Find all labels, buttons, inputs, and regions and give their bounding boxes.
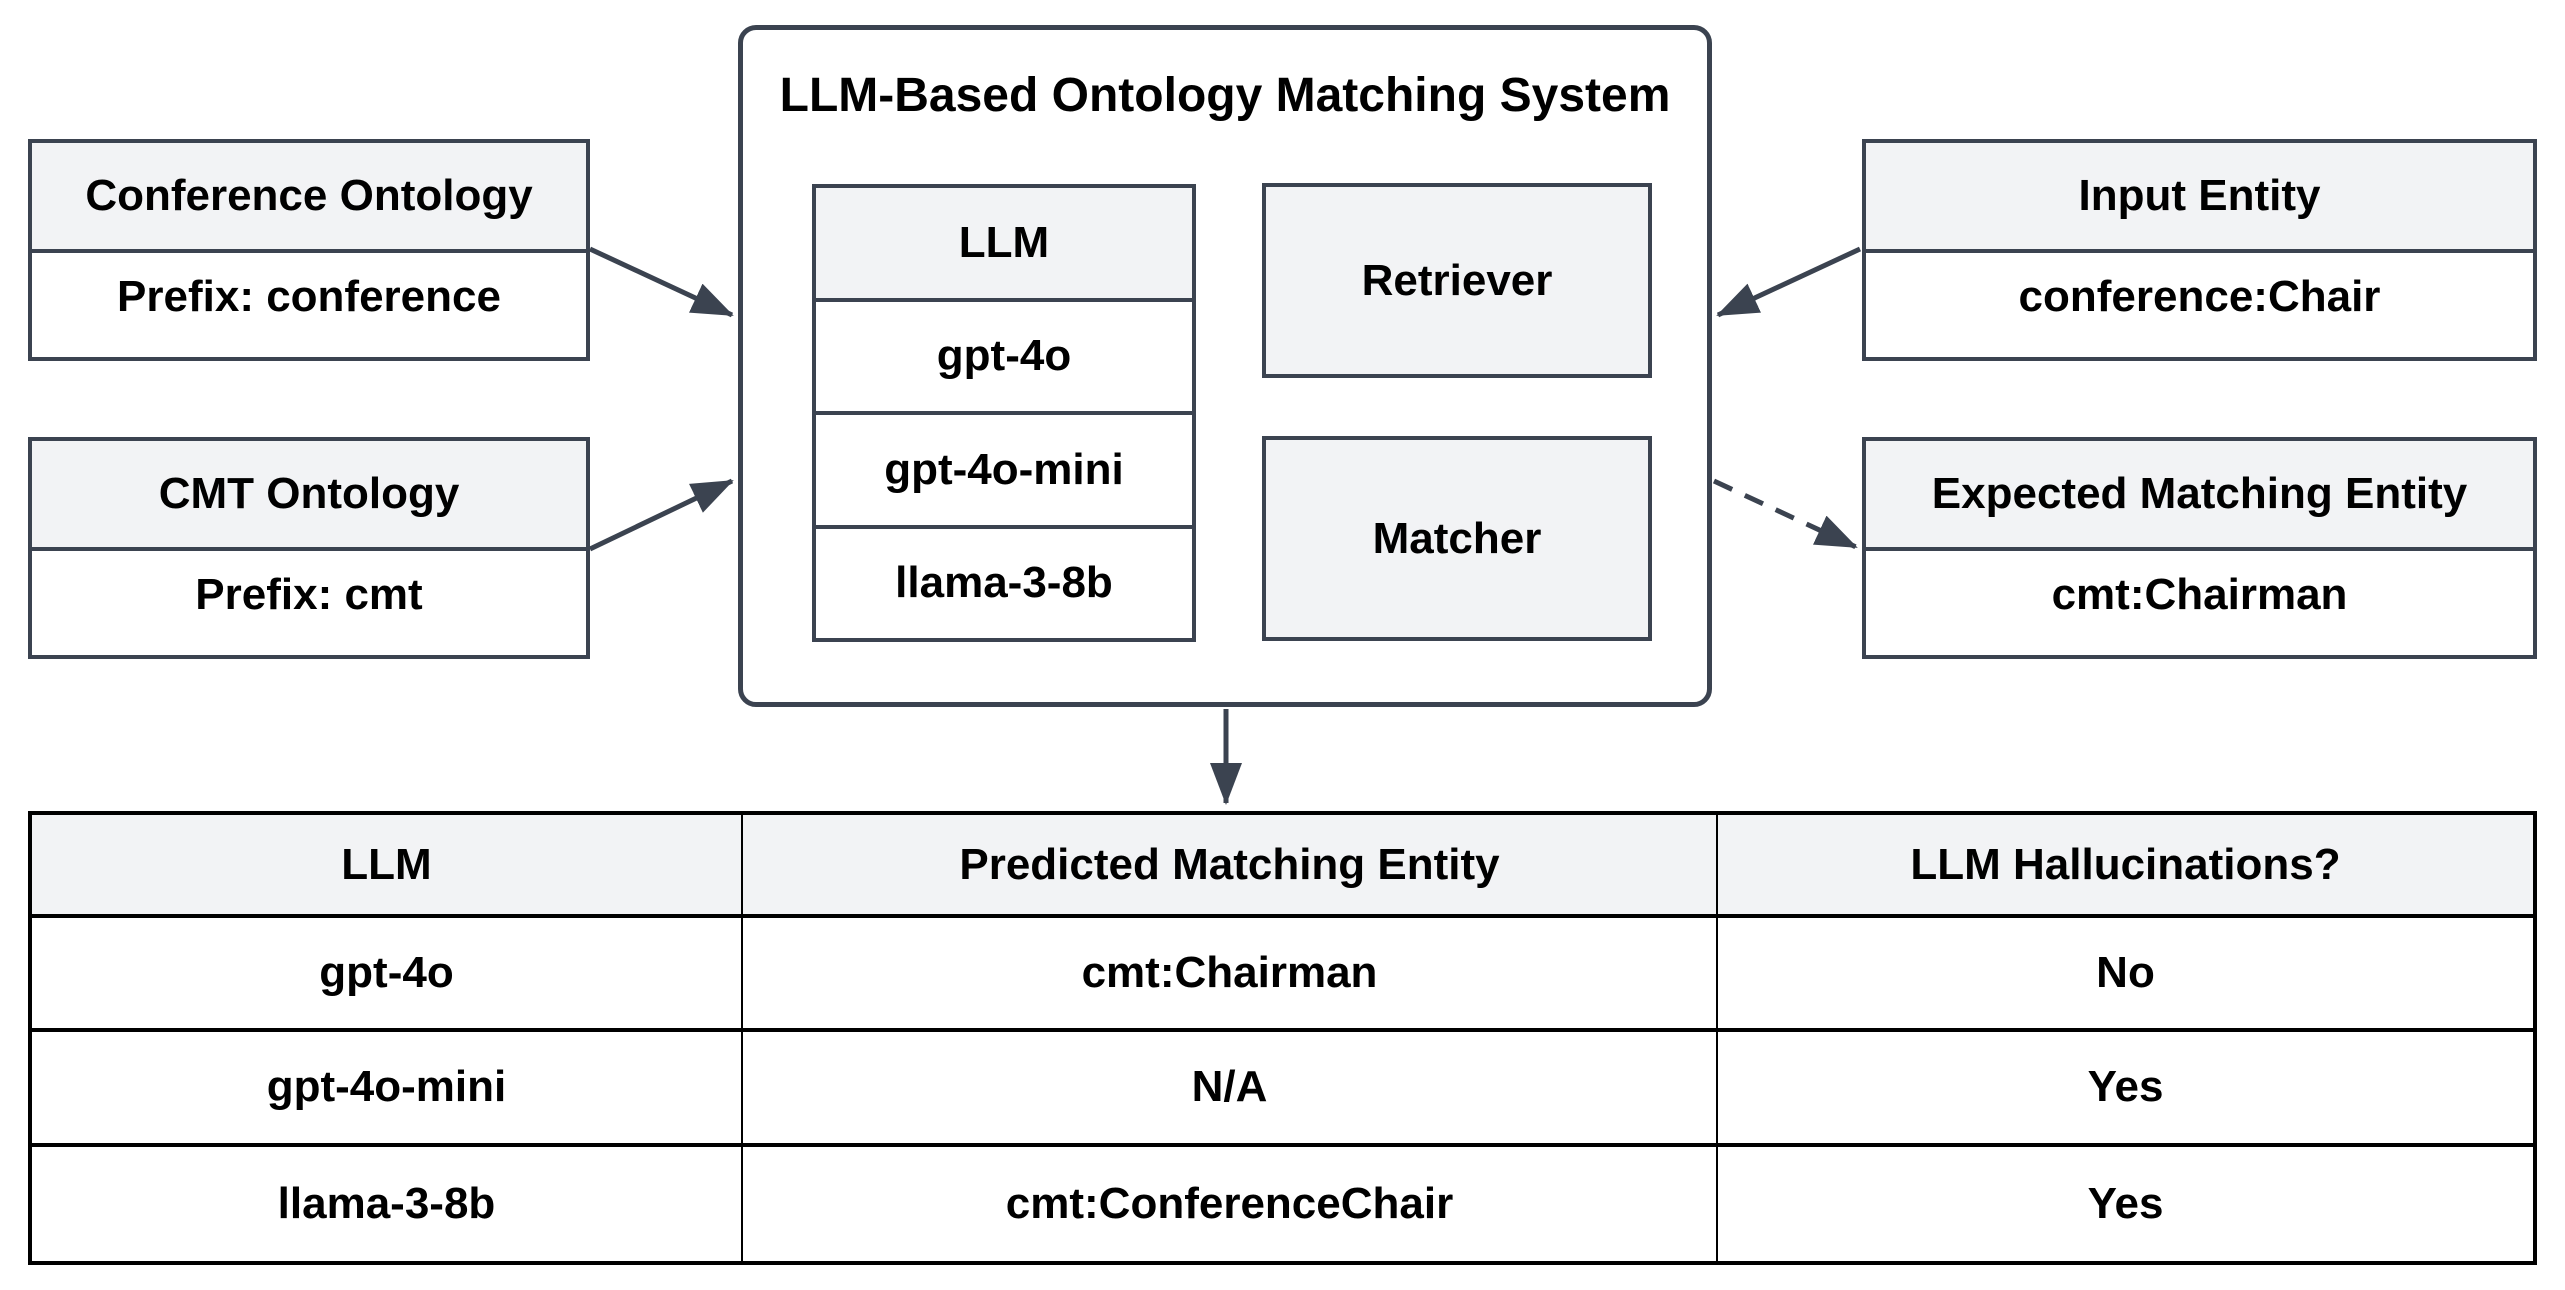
conference-ontology-prefix: Prefix: conference <box>117 272 501 321</box>
table-cell: No <box>1718 918 2533 1033</box>
table-cell: llama-3-8b <box>32 1146 743 1261</box>
cmt-ontology-box: CMT Ontology Prefix: cmt <box>28 437 590 659</box>
table-cell: gpt-4o <box>32 918 743 1033</box>
matcher-box: Matcher <box>1262 436 1652 641</box>
table-header-llm: LLM <box>32 815 743 918</box>
input-entity-value: conference:Chair <box>2018 272 2381 321</box>
cmt-ontology-prefix: Prefix: cmt <box>195 570 423 619</box>
expected-matching-entity-box: Expected Matching Entity cmt:Chairman <box>1862 437 2537 659</box>
retriever-box: Retriever <box>1262 183 1652 378</box>
llm-stack: LLM gpt-4o gpt-4o-mini llama-3-8b <box>812 184 1196 642</box>
table-header-llm-hallucinations: LLM Hallucinations? <box>1718 815 2533 918</box>
input-entity-box: Input Entity conference:Chair <box>1862 139 2537 361</box>
conference-ontology-title: Conference Ontology <box>32 143 586 253</box>
table-cell: N/A <box>743 1032 1718 1147</box>
table-cell: Yes <box>2087 1178 2164 1228</box>
arrow-conference-to-system <box>588 246 734 318</box>
llm-stack-header: LLM <box>816 188 1192 298</box>
llm-model-row: gpt-4o-mini <box>816 411 1192 525</box>
table-cell: cmt:ConferenceChair <box>743 1146 1718 1261</box>
table-cell: gpt-4o-mini <box>32 1032 743 1147</box>
system-title: LLM-Based Ontology Matching System <box>779 69 1671 122</box>
input-entity-title: Input Entity <box>1866 143 2533 253</box>
llm-model-row: llama-3-8b <box>816 524 1192 639</box>
results-table: LLM Predicted Matching Entity LLM Halluc… <box>28 811 2537 1265</box>
expected-matching-entity-title: Expected Matching Entity <box>1866 441 2533 551</box>
table-cell: cmt:Chairman <box>743 918 1718 1033</box>
cmt-ontology-title: CMT Ontology <box>32 441 586 551</box>
table-cell: Yes <box>1718 1032 2533 1147</box>
llm-model-row: gpt-4o <box>816 297 1192 412</box>
arrow-input-entity-to-system <box>1716 246 1862 318</box>
arrow-cmt-to-system <box>588 478 734 552</box>
conference-ontology-box: Conference Ontology Prefix: conference <box>28 139 590 361</box>
arrow-system-to-expected-entity-dashed <box>1712 478 1858 550</box>
expected-matching-entity-value: cmt:Chairman <box>2051 570 2348 619</box>
table-header-predicted-matching-entity: Predicted Matching Entity <box>743 815 1718 918</box>
